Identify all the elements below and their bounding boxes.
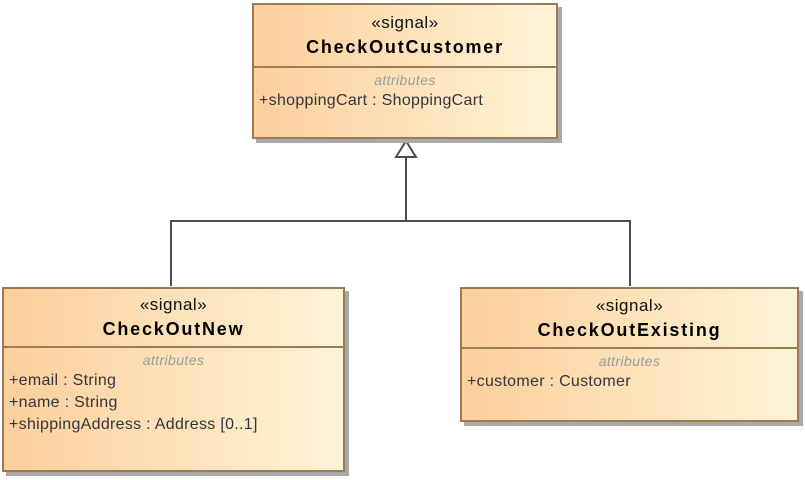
generalization-edge-checkoutnew[interactable] xyxy=(170,220,406,286)
attributes-compartment-label: attributes xyxy=(142,352,205,368)
class-name: CheckOutExisting xyxy=(537,319,722,340)
attribute-line: +shoppingCart : ShoppingCart xyxy=(259,92,484,109)
class-box-checkoutexisting[interactable]: «signal» CheckOutExisting attributes +cu… xyxy=(460,287,799,422)
generalization-edge-checkoutexisting[interactable] xyxy=(406,220,631,286)
attributes-compartment-label: attributes xyxy=(374,72,436,88)
attributes-compartment: attributes +customer : Customer xyxy=(462,349,797,393)
generalization-tree xyxy=(170,139,631,286)
stereotype-label: «signal» xyxy=(371,13,439,32)
attributes-compartment-label: attributes xyxy=(598,353,661,369)
attribute-list: +shoppingCart : ShoppingCart xyxy=(254,90,556,112)
generalization-arrowhead[interactable] xyxy=(394,139,418,158)
name-compartment: «signal» CheckOutExisting xyxy=(462,289,797,349)
stereotype-label: «signal» xyxy=(595,295,664,315)
attribute-line: +email : String xyxy=(9,372,117,389)
class-name: CheckOutCustomer xyxy=(306,37,504,57)
stereotype-label: «signal» xyxy=(139,295,208,314)
attribute-list: +email : String +name : String +shippingAd… xyxy=(4,370,343,436)
attributes-compartment: attributes +shoppingCart : ShoppingCart xyxy=(254,68,556,112)
class-box-checkoutnew[interactable]: «signal» CheckOutNew attributes +email :… xyxy=(2,287,345,472)
name-compartment: «signal» CheckOutNew xyxy=(4,289,343,348)
attribute-line: +shippingAddress : Address [0..1] xyxy=(9,416,258,433)
attribute-line: +customer : Customer xyxy=(467,373,631,390)
attribute-list: +customer : Customer xyxy=(462,371,797,393)
attributes-compartment: attributes +email : String +name : String… xyxy=(4,348,343,436)
class-box-checkoutcustomer[interactable]: «signal» CheckOutCustomer attributes +sh… xyxy=(252,3,558,139)
attribute-line: +name : String xyxy=(9,394,118,411)
class-name: CheckOutNew xyxy=(102,319,245,339)
name-compartment: «signal» CheckOutCustomer xyxy=(254,5,556,68)
